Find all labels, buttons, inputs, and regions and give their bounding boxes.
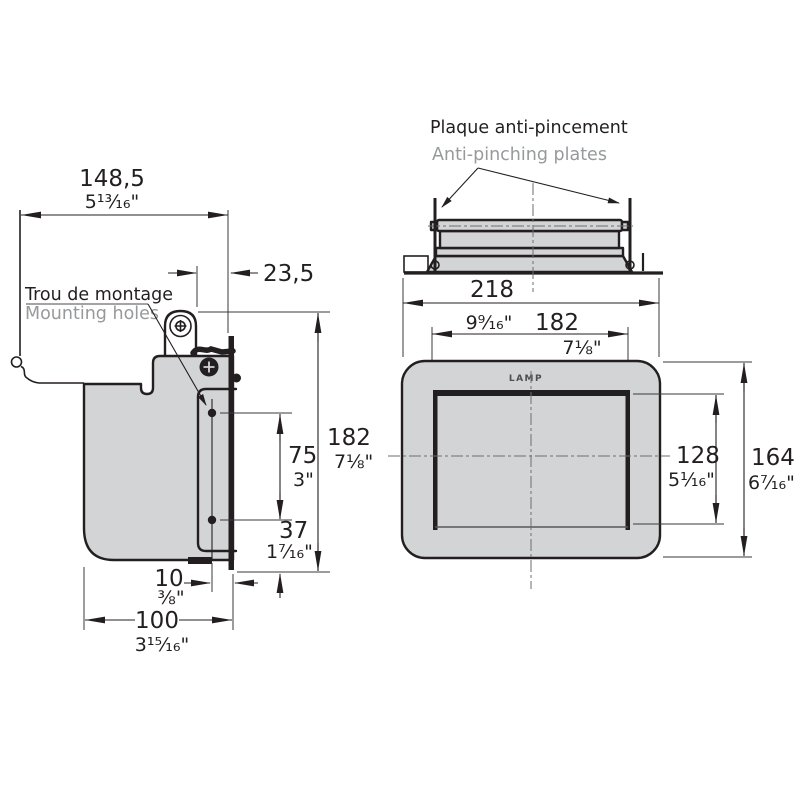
dim-hole-spacing-mm: 75 — [288, 443, 317, 469]
dim-hole-inset-in: ⅜" — [157, 587, 184, 609]
dim-hole-inset-mm: 10 — [154, 566, 183, 592]
recess-left-edge — [433, 390, 438, 530]
front-view: 218 9⁹⁄₁₆" 182 7⅛" LAMP 128 5¹⁄₁₆" — [388, 277, 795, 589]
mounting-holes-leader — [147, 303, 207, 406]
dim-inner-height-mm: 128 — [676, 443, 720, 469]
dim-body-depth-mm: 100 — [135, 608, 179, 634]
cover-hook-eyelet — [10, 356, 23, 368]
dim-outer-height-in: 6⁷⁄₁₆" — [748, 472, 795, 494]
anti-pinch-label-en: Anti-pinching plates — [432, 145, 607, 165]
dim-inner-width-in: 7⅛" — [562, 337, 601, 359]
anti-pinch-leader-left — [441, 167, 479, 208]
side-view: Trou de montage Mounting holes 148,5 5¹³… — [10, 166, 373, 656]
mounting-holes-label-fr: Trou de montage — [24, 285, 173, 305]
dim-outer-height-mm: 164 — [751, 445, 795, 471]
top-view: Plaque anti-pincement Anti-pinching plat… — [403, 118, 663, 292]
dim-outer-width-mm: 218 — [470, 277, 514, 303]
mounting-channel — [196, 387, 238, 553]
anti-pinch-label-fr: Plaque anti-pincement — [430, 118, 628, 138]
dim-body-depth-in: 3¹⁵⁄₁₆" — [135, 634, 189, 656]
latch-detail — [190, 346, 236, 356]
dim-hole-to-bottom-mm: 37 — [279, 518, 308, 544]
dim-overall-width-in: 5¹³⁄₁₆" — [85, 191, 139, 213]
dim-overall-height-mm: 182 — [327, 425, 371, 451]
dim-outer-width-in: 9⁹⁄₁₆" — [466, 312, 513, 334]
mounting-hole-bottom — [207, 515, 217, 525]
top-main-slab — [438, 229, 621, 250]
cover-outline-curve — [20, 365, 84, 384]
dim-inner-height-in: 5¹⁄₁₆" — [668, 469, 715, 491]
dim-hole-spacing-in: 3" — [293, 469, 314, 491]
dim-overall-width-mm: 148,5 — [79, 166, 145, 192]
damper-body — [82, 354, 235, 562]
body-foot — [188, 557, 212, 564]
body-screw-cross-icon — [203, 361, 215, 373]
dim-hole-to-bottom-in: 1⁷⁄₁₆" — [266, 541, 313, 563]
mounting-plate — [228, 336, 234, 570]
top-base-slab — [425, 254, 634, 274]
lamp-logo: LAMP — [509, 374, 543, 384]
anti-pinch-leader-right — [477, 167, 620, 204]
arm-screw-outer — [169, 314, 192, 338]
mounting-holes-label-en: Mounting holes — [25, 304, 159, 324]
arm-screw-cross-icon — [174, 320, 187, 332]
plate-bolt-left-icon — [430, 260, 440, 270]
dim-inner-width-mm: 182 — [535, 310, 579, 336]
left-bracket — [403, 255, 429, 273]
dim-plate-offset-mm: 23,5 — [263, 261, 314, 287]
dim-overall-height-in: 7⅛" — [334, 451, 373, 473]
plate-bolt-right-icon — [625, 260, 635, 270]
recess-right-edge — [625, 390, 630, 530]
mounting-hole-top — [207, 408, 217, 418]
rivet-icon — [232, 373, 241, 383]
